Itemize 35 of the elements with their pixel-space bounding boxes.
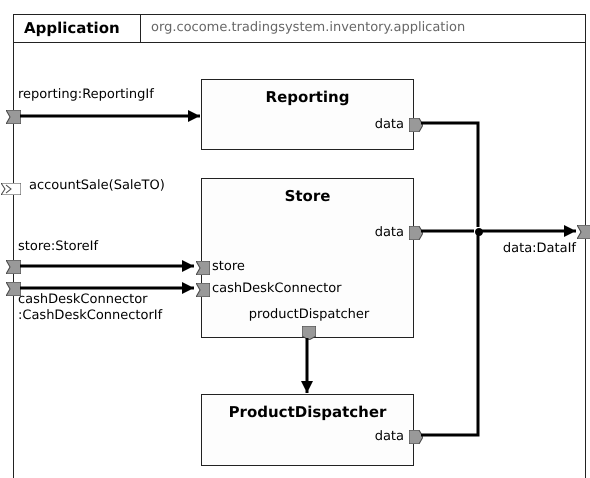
connector-line [421,235,480,436]
port-label: productDispatcher [248,307,370,323]
port [196,261,210,275]
frame-title: Application [14,15,141,43]
package-name: org.cocome.tradingsystem.inventory.application [141,15,585,43]
connector-arrow [20,110,200,122]
connector-line [421,230,474,232]
port [409,226,423,240]
port-label: data [374,429,404,445]
port-label: store:StoreIf [18,239,100,255]
port-label: data [374,225,404,241]
port-label: data:DataIf [502,241,576,257]
connector-arrow [20,260,194,272]
connector-line [421,122,480,227]
port-label: data [374,117,404,133]
port-label: cashDeskConnector [212,281,342,297]
connector-arrow [482,225,576,237]
component-title: Store [284,187,332,205]
port-label: store [212,259,246,275]
port-label: accountSale(SaleTO) [29,178,166,194]
component-title: ProductDispatcher [228,403,388,421]
connector-arrow [20,282,194,294]
port-label: reporting:ReportingIf [18,87,156,103]
connector-arrow [301,338,313,393]
component-title: Reporting [264,88,350,106]
port-label: cashDeskConnector :CashDeskConnectorIf [18,292,164,324]
port [577,225,590,239]
port [196,283,210,297]
port [6,110,21,124]
port [409,430,423,444]
junction-dot [475,228,483,236]
port [409,118,423,132]
port [302,326,316,340]
port [1,183,21,195]
port [6,260,21,274]
